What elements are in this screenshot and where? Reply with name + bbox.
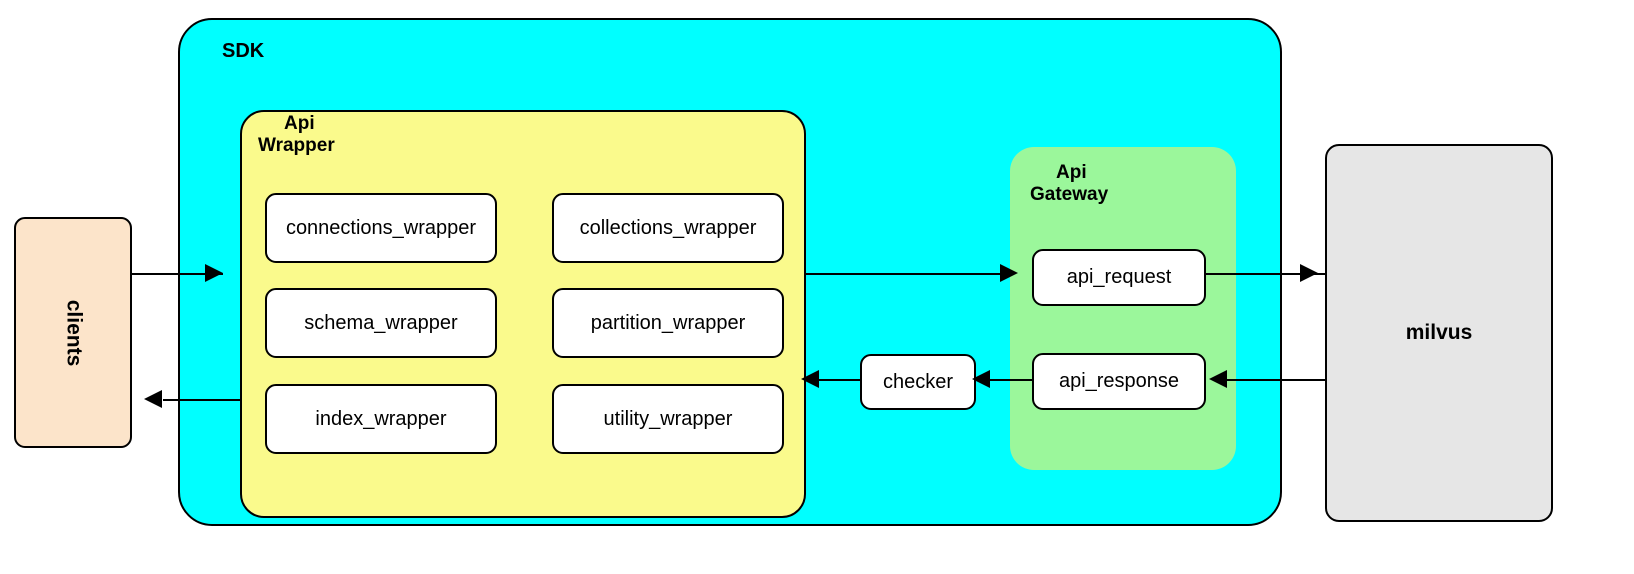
sdk-title: SDK — [222, 40, 265, 62]
module-partition-wrapper[interactable]: partition_wrapper — [552, 288, 784, 358]
module-label: collections_wrapper — [579, 216, 757, 239]
module-label: connections_wrapper — [285, 216, 477, 239]
arrow-right-icon — [1300, 264, 1318, 282]
edge-milvus-to-api-response — [1215, 379, 1327, 381]
arrow-left-icon — [1209, 370, 1227, 388]
module-connections-wrapper[interactable]: connections_wrapper — [265, 193, 497, 263]
edge-clients-to-api-wrapper — [131, 273, 223, 275]
node-label: api_response — [1058, 370, 1180, 392]
milvus-label: milvus — [1405, 321, 1473, 344]
node-api-response[interactable]: api_response — [1032, 353, 1206, 410]
api-wrapper-title: Api Wrapper — [258, 113, 335, 157]
api-gateway-title: Api Gateway — [1030, 162, 1109, 206]
edge-checker-to-api-wrapper — [806, 379, 862, 381]
arrow-left-icon — [972, 370, 990, 388]
clients-label: clients — [62, 299, 85, 366]
api-gateway-container — [1010, 147, 1236, 470]
module-collections-wrapper[interactable]: collections_wrapper — [552, 193, 784, 263]
module-schema-wrapper[interactable]: schema_wrapper — [265, 288, 497, 358]
clients-node[interactable]: clients — [14, 217, 132, 448]
arrow-right-icon — [205, 264, 223, 282]
edge-api-response-to-checker — [977, 379, 1033, 381]
milvus-node[interactable]: milvus — [1325, 144, 1553, 522]
module-index-wrapper[interactable]: index_wrapper — [265, 384, 497, 454]
module-utility-wrapper[interactable]: utility_wrapper — [552, 384, 784, 454]
module-label: schema_wrapper — [304, 311, 458, 334]
edge-api-wrapper-to-clients — [163, 399, 241, 401]
edge-api-wrapper-to-api-request — [804, 273, 1014, 275]
arrow-left-icon — [144, 390, 162, 408]
arrow-right-icon — [1000, 264, 1018, 282]
module-label: utility_wrapper — [603, 407, 733, 430]
node-label: checker — [882, 370, 954, 393]
node-label: api_request — [1066, 266, 1172, 288]
edge-api-request-to-milvus — [1205, 273, 1325, 275]
node-checker[interactable]: checker — [860, 354, 976, 410]
module-label: partition_wrapper — [590, 311, 746, 334]
module-label: index_wrapper — [315, 407, 447, 430]
arrow-left-icon — [801, 370, 819, 388]
node-api-request[interactable]: api_request — [1032, 249, 1206, 306]
